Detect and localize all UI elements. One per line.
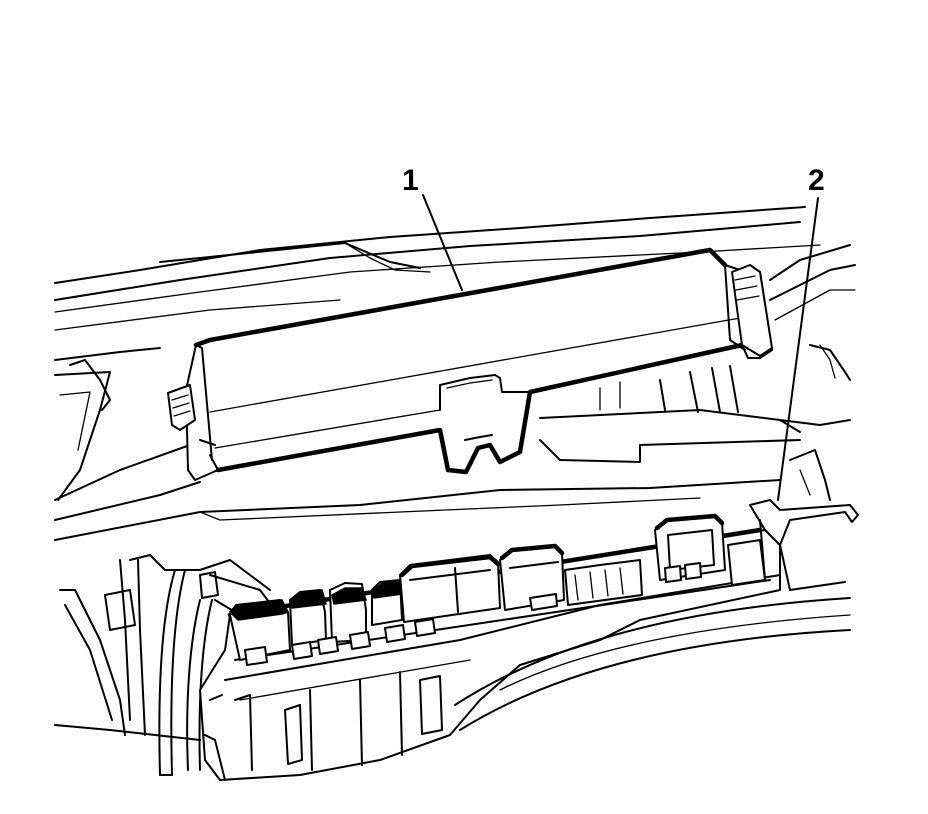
vehicle-body-structure <box>54 206 856 541</box>
callout-2-label: 2 <box>808 164 825 197</box>
fuse-block-housing <box>54 499 859 781</box>
fuse-block-cover <box>167 247 773 481</box>
callout-1-leader <box>422 194 463 291</box>
callout-1-label: 1 <box>402 164 419 197</box>
callout-leaders <box>422 194 819 501</box>
callout-2-leader <box>777 197 819 501</box>
